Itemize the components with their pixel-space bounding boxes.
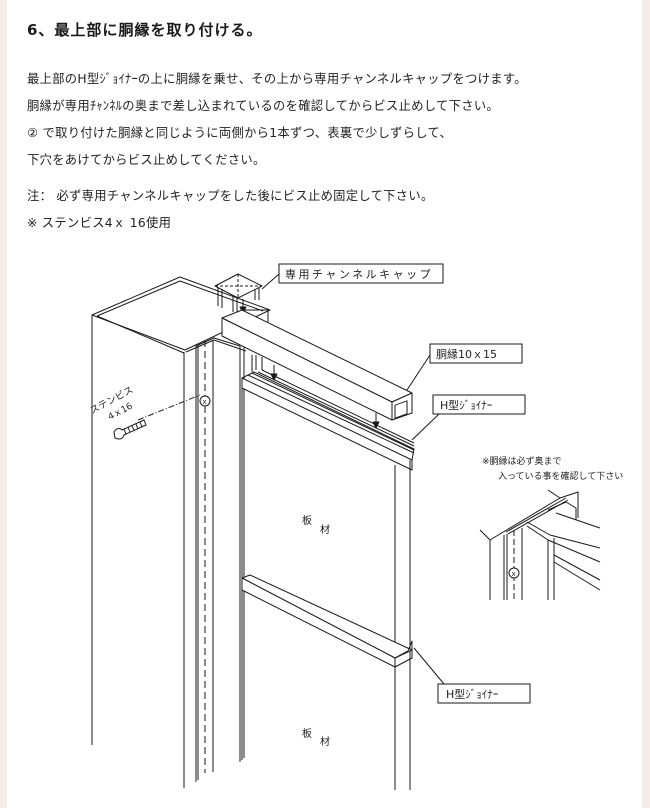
- h-joiner-bottom-illustration: [241, 574, 413, 668]
- screw-icon-illustration: [113, 419, 147, 440]
- callouts: [261, 263, 531, 704]
- instruction-line: 下穴をあけてからビス止めしてください。: [27, 153, 266, 167]
- label-h-joiner-bottom: H型ｼﾞｮｲﾅｰ: [446, 687, 498, 701]
- notes-block: 注： 必ず専用チャンネルキャップをした後にビス止め固定して下さい。 ※ ステンビ…: [27, 183, 434, 237]
- inset-detail-illustration: x: [479, 489, 601, 600]
- caution-note: 注： 必ず専用チャンネルキャップをした後にビス止め固定して下さい。: [27, 189, 434, 203]
- inset-note-line-1: ※胴縁は必ず奥まで: [482, 455, 562, 467]
- label-board-upper-2: 材: [320, 523, 330, 536]
- label-board-lower-1: 板: [302, 727, 312, 740]
- h-joiner-top-illustration: [241, 355, 415, 471]
- label-furring-strip: 胴縁10ｘ15: [436, 347, 497, 361]
- inset-note-line-2: 入っている事を確認して下さい: [498, 470, 623, 482]
- furring-strip-illustration: [221, 309, 413, 429]
- label-board-lower-2: 材: [320, 735, 330, 748]
- screw-note: ※ ステンビス4ｘ 16使用: [27, 216, 172, 230]
- svg-text:x: x: [512, 570, 516, 578]
- page-left-border: [0, 0, 7, 808]
- svg-text:x: x: [203, 398, 207, 406]
- board-panel-illustration: [241, 388, 411, 790]
- instruction-line: 最上部のH型ｼﾞｮｲﾅｰの上に胴縁を乗せ、その上から専用チャンネルキャップをつけ…: [27, 72, 527, 86]
- instruction-paragraph: 最上部のH型ｼﾞｮｲﾅｰの上に胴縁を乗せ、その上から専用チャンネルキャップをつけ…: [27, 66, 527, 174]
- step-heading: 6、最上部に胴縁を取り付ける。: [27, 21, 263, 39]
- post-illustration: x: [91, 276, 271, 788]
- label-channel-cap: 専用チャンネルキャップ: [285, 268, 433, 281]
- instruction-line: ② で取り付けた胴縁と同じように両側から1本ずつ、表裏で少しずらして、: [27, 126, 453, 140]
- page-right-border: [642, 0, 650, 808]
- label-h-joiner-top: H型ｼﾞｮｲﾅｰ: [440, 398, 492, 412]
- instruction-line: 胴縁が専用ﾁｬﾝﾈﾙの奥まで差し込まれているのを確認してからビス止めして下さい。: [27, 99, 500, 113]
- label-board-upper-1: 板: [302, 514, 312, 527]
